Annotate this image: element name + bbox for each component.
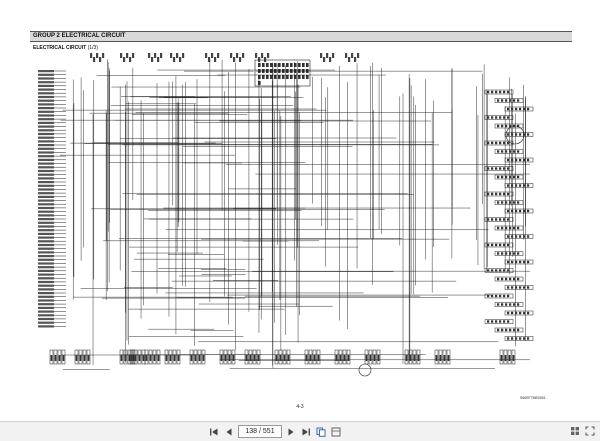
page-number: 4-3: [296, 404, 304, 410]
section-title-text: ELECTRICAL CIRCUIT: [33, 45, 87, 51]
page-view-icon[interactable]: [330, 426, 342, 438]
electrical-schematic: [38, 53, 534, 377]
thumbnail-icon[interactable]: [569, 425, 581, 437]
toolbar-right-group: [569, 425, 596, 437]
first-page-icon[interactable]: [208, 426, 220, 438]
previous-page-icon[interactable]: [223, 426, 235, 438]
page-navigation: 138 / 551: [208, 425, 342, 438]
document-page: GROUP 2 ELECTRICAL CIRCUIT ELECTRICAL CI…: [30, 31, 572, 410]
page-indicator-input[interactable]: 138 / 551: [238, 425, 282, 438]
drawing-code: S60EF7ME0001: [520, 396, 546, 400]
copy-icon[interactable]: [315, 426, 327, 438]
group-header-bar: [30, 31, 572, 42]
section-subtitle: (1/3): [87, 45, 98, 51]
group-title: GROUP 2 ELECTRICAL CIRCUIT: [33, 33, 126, 39]
fullscreen-icon[interactable]: [584, 425, 596, 437]
viewer-toolbar: 138 / 551: [0, 421, 600, 441]
last-page-icon[interactable]: [300, 426, 312, 438]
next-page-icon[interactable]: [285, 426, 297, 438]
section-title: ELECTRICAL CIRCUIT (1/3): [33, 45, 98, 51]
